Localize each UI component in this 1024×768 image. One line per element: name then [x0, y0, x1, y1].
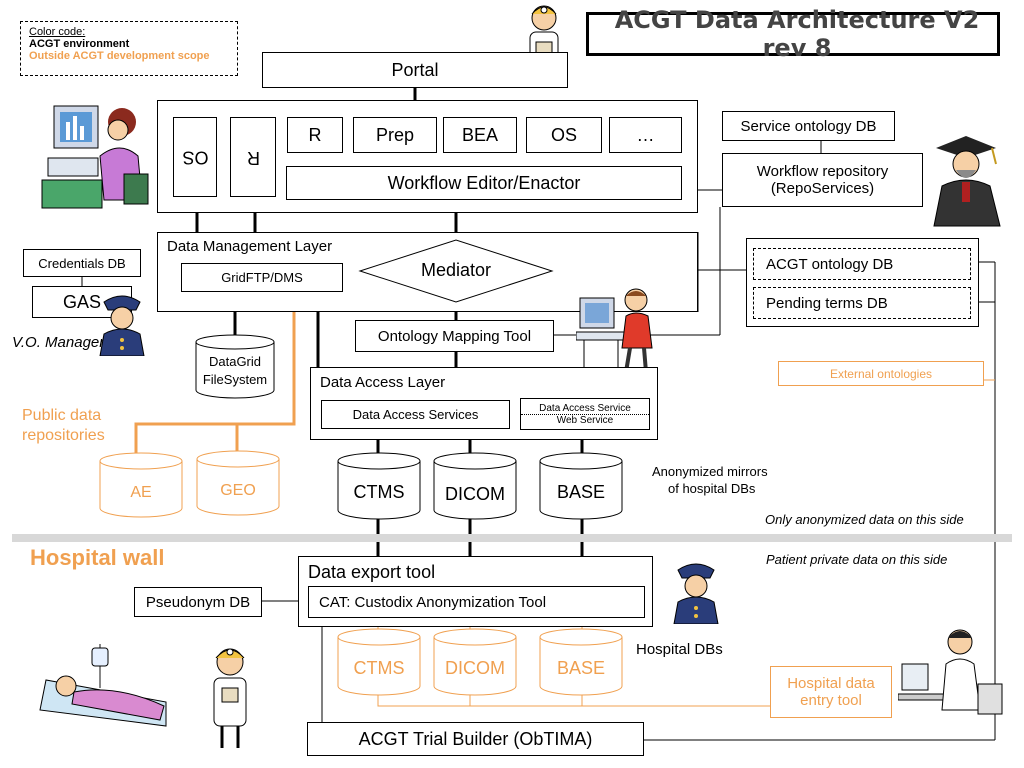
- gas-label: GAS: [62, 291, 101, 312]
- mirror-base-label: BASE: [556, 482, 606, 502]
- hospital-base-label: BASE: [556, 658, 606, 678]
- service-ontology-db-box[interactable]: Service ontology DB: [722, 111, 895, 141]
- cat-tool-label: CAT: Custodix Anonymization Tool: [319, 593, 547, 611]
- mirrors-note-line1: Anonymized mirrors: [652, 464, 768, 479]
- workflow-repository-line1: Workflow repository: [756, 163, 889, 180]
- credentials-db-label: Credentials DB: [38, 255, 126, 271]
- os-tool-box[interactable]: OS: [526, 117, 602, 153]
- doctor-at-desk-icon: [897, 624, 1006, 720]
- datagrid-filesystem-cylinder[interactable]: DataGrid FileSystem: [195, 334, 275, 400]
- user-at-computer-icon: [38, 100, 150, 210]
- hospital-dicom-cylinder[interactable]: DICOM: [433, 628, 517, 696]
- title-text: ACGT Data Architecture V2 rev 8: [614, 6, 980, 62]
- mirror-dicom-cylinder[interactable]: DICOM: [433, 452, 517, 520]
- legend-outside: Outside ACGT development scope: [29, 50, 210, 62]
- geo-cylinder[interactable]: GEO: [196, 450, 280, 516]
- hospital-dicom-label: DICOM: [445, 658, 505, 678]
- credentials-db-box[interactable]: Credentials DB: [23, 249, 141, 277]
- gridftp-label: GridFTP/DMS: [221, 270, 303, 285]
- mirror-base-cylinder[interactable]: BASE: [539, 452, 623, 520]
- more-tools-label: …: [636, 124, 655, 145]
- prep-tool-label: Prep: [375, 124, 415, 145]
- portal-box[interactable]: Portal: [262, 52, 568, 88]
- geo-label: GEO: [220, 482, 256, 499]
- pseudonym-db-box[interactable]: Pseudonym DB: [134, 587, 262, 617]
- student-at-computer-icon: [575, 288, 660, 374]
- portal-label: Portal: [391, 59, 439, 80]
- color-legend: Color code: ACGT environment Outside ACG…: [20, 21, 238, 76]
- trial-builder-label: ACGT Trial Builder (ObTIMA): [358, 728, 593, 749]
- hospital-data-entry-tool-box[interactable]: Hospital data entry tool: [770, 666, 892, 718]
- ontology-mapping-tool-label: Ontology Mapping Tool: [377, 327, 532, 345]
- external-ontologies-label: External ontologies: [829, 366, 933, 381]
- legend-acgt: ACGT environment: [29, 38, 130, 50]
- hospital-ctms-label: CTMS: [353, 658, 405, 678]
- data-access-label: Data Access Layer: [320, 374, 446, 391]
- officer-icon-hospital: [670, 560, 722, 625]
- workflow-repository-box[interactable]: Workflow repository (RepoServices): [722, 153, 923, 207]
- workflow-repository-line2: (RepoServices): [770, 180, 875, 197]
- pending-terms-db-label: Pending terms DB: [766, 294, 888, 312]
- mediator-label: Mediator: [420, 260, 492, 280]
- anonymized-side-label: Only anonymized data on this side: [765, 512, 964, 527]
- gridftp-box[interactable]: GridFTP/DMS: [181, 263, 343, 292]
- data-access-ws-top: Data Access Service: [521, 403, 649, 415]
- datagrid-line1: DataGrid: [208, 354, 262, 369]
- mirror-ctms-label: CTMS: [353, 482, 405, 502]
- private-side-label: Patient private data on this side: [766, 552, 948, 567]
- pending-terms-db-box[interactable]: Pending terms DB: [753, 287, 971, 319]
- hospital-ctms-cylinder[interactable]: CTMS: [337, 628, 421, 696]
- bea-tool-label: BEA: [461, 124, 499, 145]
- ae-cylinder[interactable]: AE: [99, 452, 183, 518]
- data-access-services-label: Data Access Services: [352, 407, 479, 422]
- os-vertical-label: OS: [181, 147, 209, 168]
- os-tool-label: OS: [550, 124, 577, 145]
- diagram-title: ACGT Data Architecture V2 rev 8: [586, 6, 1000, 62]
- data-access-ws-bottom: Web Service: [556, 414, 614, 426]
- workflow-editor-box[interactable]: Workflow Editor/Enactor: [286, 166, 682, 200]
- datagrid-line2: FileSystem: [202, 372, 268, 387]
- hospital-wall-label: Hospital wall: [30, 545, 165, 570]
- external-ontologies-box[interactable]: External ontologies: [778, 361, 984, 386]
- graduate-icon: [922, 134, 1010, 230]
- hospital-entry-line1: Hospital data: [787, 675, 875, 692]
- trial-builder-box[interactable]: ACGT Trial Builder (ObTIMA): [307, 722, 644, 756]
- acgt-ontology-db-label: ACGT ontology DB: [766, 255, 894, 273]
- mediator-diamond[interactable]: Mediator: [358, 238, 554, 304]
- more-tools-box[interactable]: …: [609, 117, 682, 153]
- acgt-ontology-db-box[interactable]: ACGT ontology DB: [753, 248, 971, 280]
- r-vertical-label: R: [246, 147, 260, 168]
- cat-tool-box[interactable]: CAT: Custodix Anonymization Tool: [308, 586, 645, 618]
- patient-in-bed-icon: [36, 640, 176, 736]
- public-repos-line2: repositories: [22, 427, 105, 444]
- public-repos-line1: Public data: [22, 407, 102, 424]
- officer-icon: [96, 292, 148, 357]
- bea-tool-box[interactable]: BEA: [443, 117, 517, 153]
- hospital-entry-line2: entry tool: [800, 692, 862, 709]
- mirror-ctms-cylinder[interactable]: CTMS: [337, 452, 421, 520]
- workflow-editor-label: Workflow Editor/Enactor: [387, 172, 581, 193]
- clinician-bottom-icon: [200, 642, 260, 754]
- r-tool-label: R: [308, 124, 322, 145]
- hospital-base-cylinder[interactable]: BASE: [539, 628, 623, 696]
- legend-heading: Color code:: [29, 26, 86, 38]
- os-vertical-box[interactable]: OS: [173, 117, 217, 197]
- prep-tool-box[interactable]: Prep: [353, 117, 437, 153]
- hospital-dbs-label: Hospital DBs: [636, 641, 723, 658]
- mirror-dicom-label: DICOM: [445, 484, 505, 504]
- data-access-web-service-box[interactable]: Data Access Service Web Service: [520, 398, 650, 430]
- data-management-label: Data Management Layer: [167, 238, 333, 255]
- r-tool-box[interactable]: R: [287, 117, 343, 153]
- service-ontology-db-label: Service ontology DB: [740, 117, 877, 135]
- pseudonym-db-label: Pseudonym DB: [145, 593, 251, 611]
- r-vertical-box[interactable]: R: [230, 117, 276, 197]
- ae-label: AE: [130, 484, 152, 501]
- data-access-services-box[interactable]: Data Access Services: [321, 400, 510, 429]
- mirrors-note-line2: of hospital DBs: [668, 481, 756, 496]
- ontology-mapping-tool-box[interactable]: Ontology Mapping Tool: [355, 320, 554, 352]
- data-export-tool-label: Data export tool: [308, 562, 436, 582]
